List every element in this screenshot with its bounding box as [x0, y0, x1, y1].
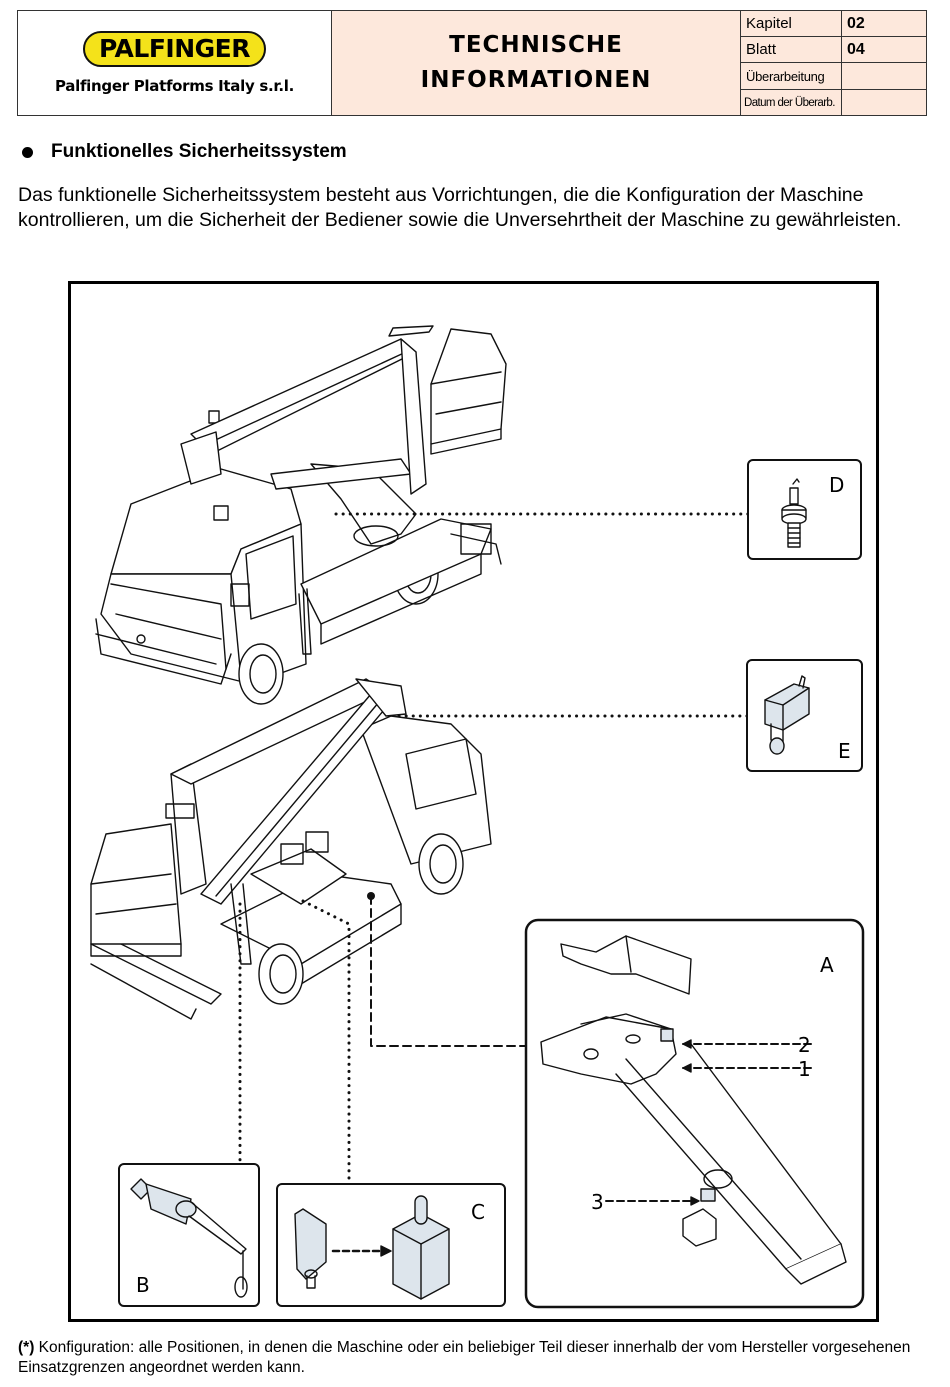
- figure-drawing: D: [90, 325, 865, 1309]
- truck-top-illustration: [95, 325, 507, 705]
- meta-value-revision-date: [842, 90, 926, 115]
- label-e: E: [838, 739, 851, 763]
- title-line-1: TECHNISCHE: [449, 32, 623, 58]
- truck-bottom-illustration: [90, 678, 492, 1020]
- meta-value-revision: [842, 63, 926, 90]
- sensor-3-icon: [700, 1188, 716, 1202]
- meta-value-kapitel: 02: [842, 11, 926, 37]
- section-heading: Funktionelles Sicherheitssystem: [22, 141, 347, 163]
- limit-switch-wire-icon: [130, 1178, 248, 1298]
- detail-e-box: E: [746, 659, 863, 772]
- detail-b-box: B: [118, 1163, 260, 1307]
- company-name: Palfinger Platforms Italy s.r.l.: [54, 77, 294, 95]
- document-title: TECHNISCHE INFORMATIONEN: [332, 11, 741, 115]
- label-b: B: [136, 1273, 150, 1297]
- label-2: 2: [798, 1033, 811, 1057]
- footnote: (*) Konfiguration: alle Positionen, in d…: [18, 1338, 933, 1378]
- label-a: A: [820, 953, 834, 977]
- meta-label-revision-date: Datum der Überarb.: [741, 90, 842, 115]
- label-3: 3: [591, 1190, 604, 1214]
- meta-value-blatt: 04: [842, 37, 926, 63]
- label-1: 1: [798, 1057, 811, 1081]
- footnote-text: Konfiguration: alle Positionen, in denen…: [18, 1339, 911, 1376]
- label-d: D: [829, 473, 844, 497]
- limit-switch-icon: [764, 675, 810, 755]
- bullet-icon: [22, 146, 33, 158]
- sensor-3-cover-icon: [682, 1208, 717, 1247]
- palfinger-logo: PALFINGER: [83, 31, 266, 67]
- section-title-text: Funktionelles Sicherheitssystem: [51, 141, 347, 162]
- document-header: PALFINGER Palfinger Platforms Italy s.r.…: [17, 10, 927, 116]
- meta-table: Kapitel 02 Blatt 04 Überarbeitung Datum …: [741, 11, 926, 115]
- title-line-2: INFORMATIONEN: [420, 67, 652, 93]
- leader-a: [370, 895, 527, 1047]
- technical-figure: D: [68, 281, 879, 1322]
- detail-d-box: D: [747, 459, 862, 560]
- cover-plate-icon: [560, 935, 692, 995]
- detail-a-box: A 2 1 3: [524, 918, 865, 1309]
- label-c: C: [471, 1200, 485, 1224]
- meta-label-blatt: Blatt: [741, 37, 842, 63]
- meta-label-revision: Überarbeitung: [741, 63, 842, 90]
- magnet-bracket-icon: [294, 1208, 327, 1289]
- logo-cell: PALFINGER Palfinger Platforms Italy s.r.…: [18, 11, 332, 115]
- intro-paragraph: Das funktionelle Sicherheitssystem beste…: [18, 184, 902, 231]
- meta-label-kapitel: Kapitel: [741, 11, 842, 37]
- boom-assembly-icon: [540, 1013, 847, 1285]
- magnet-sensor-icon: [392, 1195, 450, 1300]
- sensor-pin-icon: [781, 478, 807, 548]
- footnote-marker: (*): [18, 1339, 35, 1356]
- detail-c-box: C: [276, 1183, 506, 1307]
